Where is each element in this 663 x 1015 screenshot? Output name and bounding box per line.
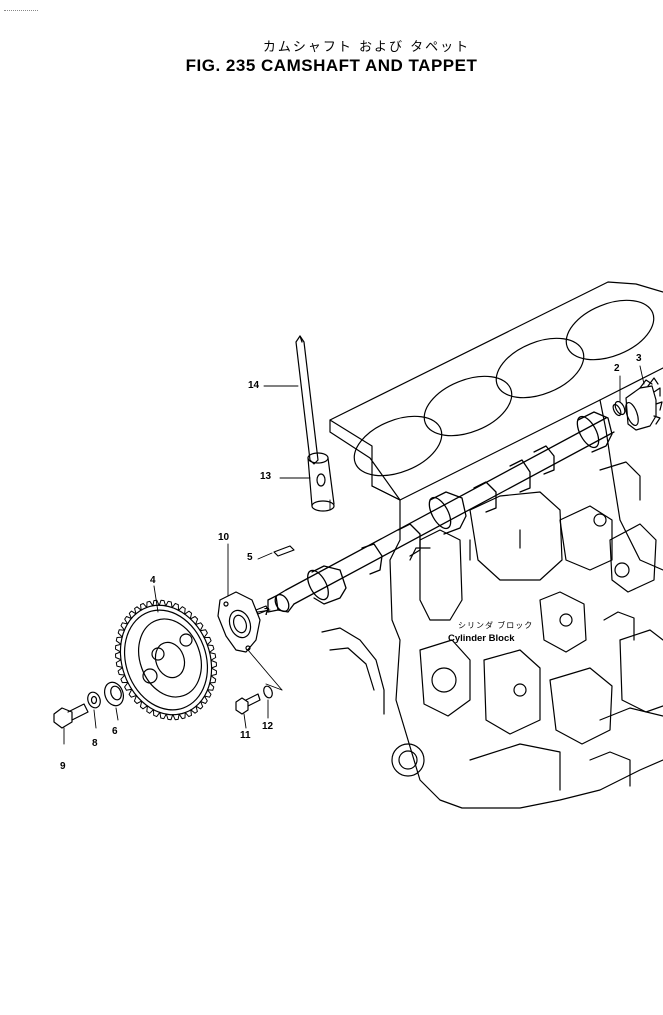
part-2-ring: [612, 400, 626, 417]
cylinder-block-label: Cylinder Block: [448, 633, 515, 644]
part-5-key: [273, 545, 295, 557]
callout-12: 12: [262, 721, 274, 732]
part-4-cam-gear: [115, 599, 217, 721]
part-11-bolt: [235, 693, 261, 715]
part-14-push-rod: [295, 335, 319, 465]
part-13-tappet: [307, 452, 335, 512]
cylinder-bore-2: [423, 375, 513, 437]
callout-10: 10: [218, 532, 230, 543]
part-8-washer: [87, 691, 101, 709]
callout-3: 3: [636, 353, 642, 364]
camshaft: [267, 411, 615, 613]
callout-5: 5: [247, 552, 253, 563]
cylinder-bore-3: [495, 337, 585, 399]
title-english: FIG. 235 CAMSHAFT AND TAPPET: [185, 56, 478, 75]
part-12-lock-washer: [263, 685, 273, 699]
camshaft-journal-front: [311, 565, 347, 605]
cylinder-block: [321, 281, 663, 809]
part-3-gear: [625, 377, 663, 431]
title-japanese: カムシャフト および タペット: [262, 40, 471, 55]
callout-13: 13: [260, 471, 272, 482]
cylinder-block-label-jp: シリンダ ブロック: [458, 621, 534, 630]
callout-7: 7: [264, 607, 270, 618]
leader-lines: [63, 365, 645, 745]
cylinder-bore-4: [565, 299, 655, 361]
callout-8: 8: [92, 738, 98, 749]
scan-mark: [4, 10, 38, 12]
callout-11: 11: [240, 730, 251, 741]
camshaft-journal-rear: [577, 411, 613, 453]
part-9-bolt: [53, 703, 89, 729]
callout-9: 9: [60, 761, 66, 772]
callout-2: 2: [614, 363, 620, 374]
part-6-retainer: [103, 681, 125, 707]
callout-14: 14: [248, 380, 260, 391]
callout-6: 6: [112, 726, 118, 737]
callout-4: 4: [150, 575, 156, 586]
gear-teeth: [115, 599, 217, 721]
camshaft-journal-middle: [429, 491, 467, 535]
part-10-thrust-plate: [217, 591, 261, 653]
cylinder-bore-1: [353, 415, 443, 477]
